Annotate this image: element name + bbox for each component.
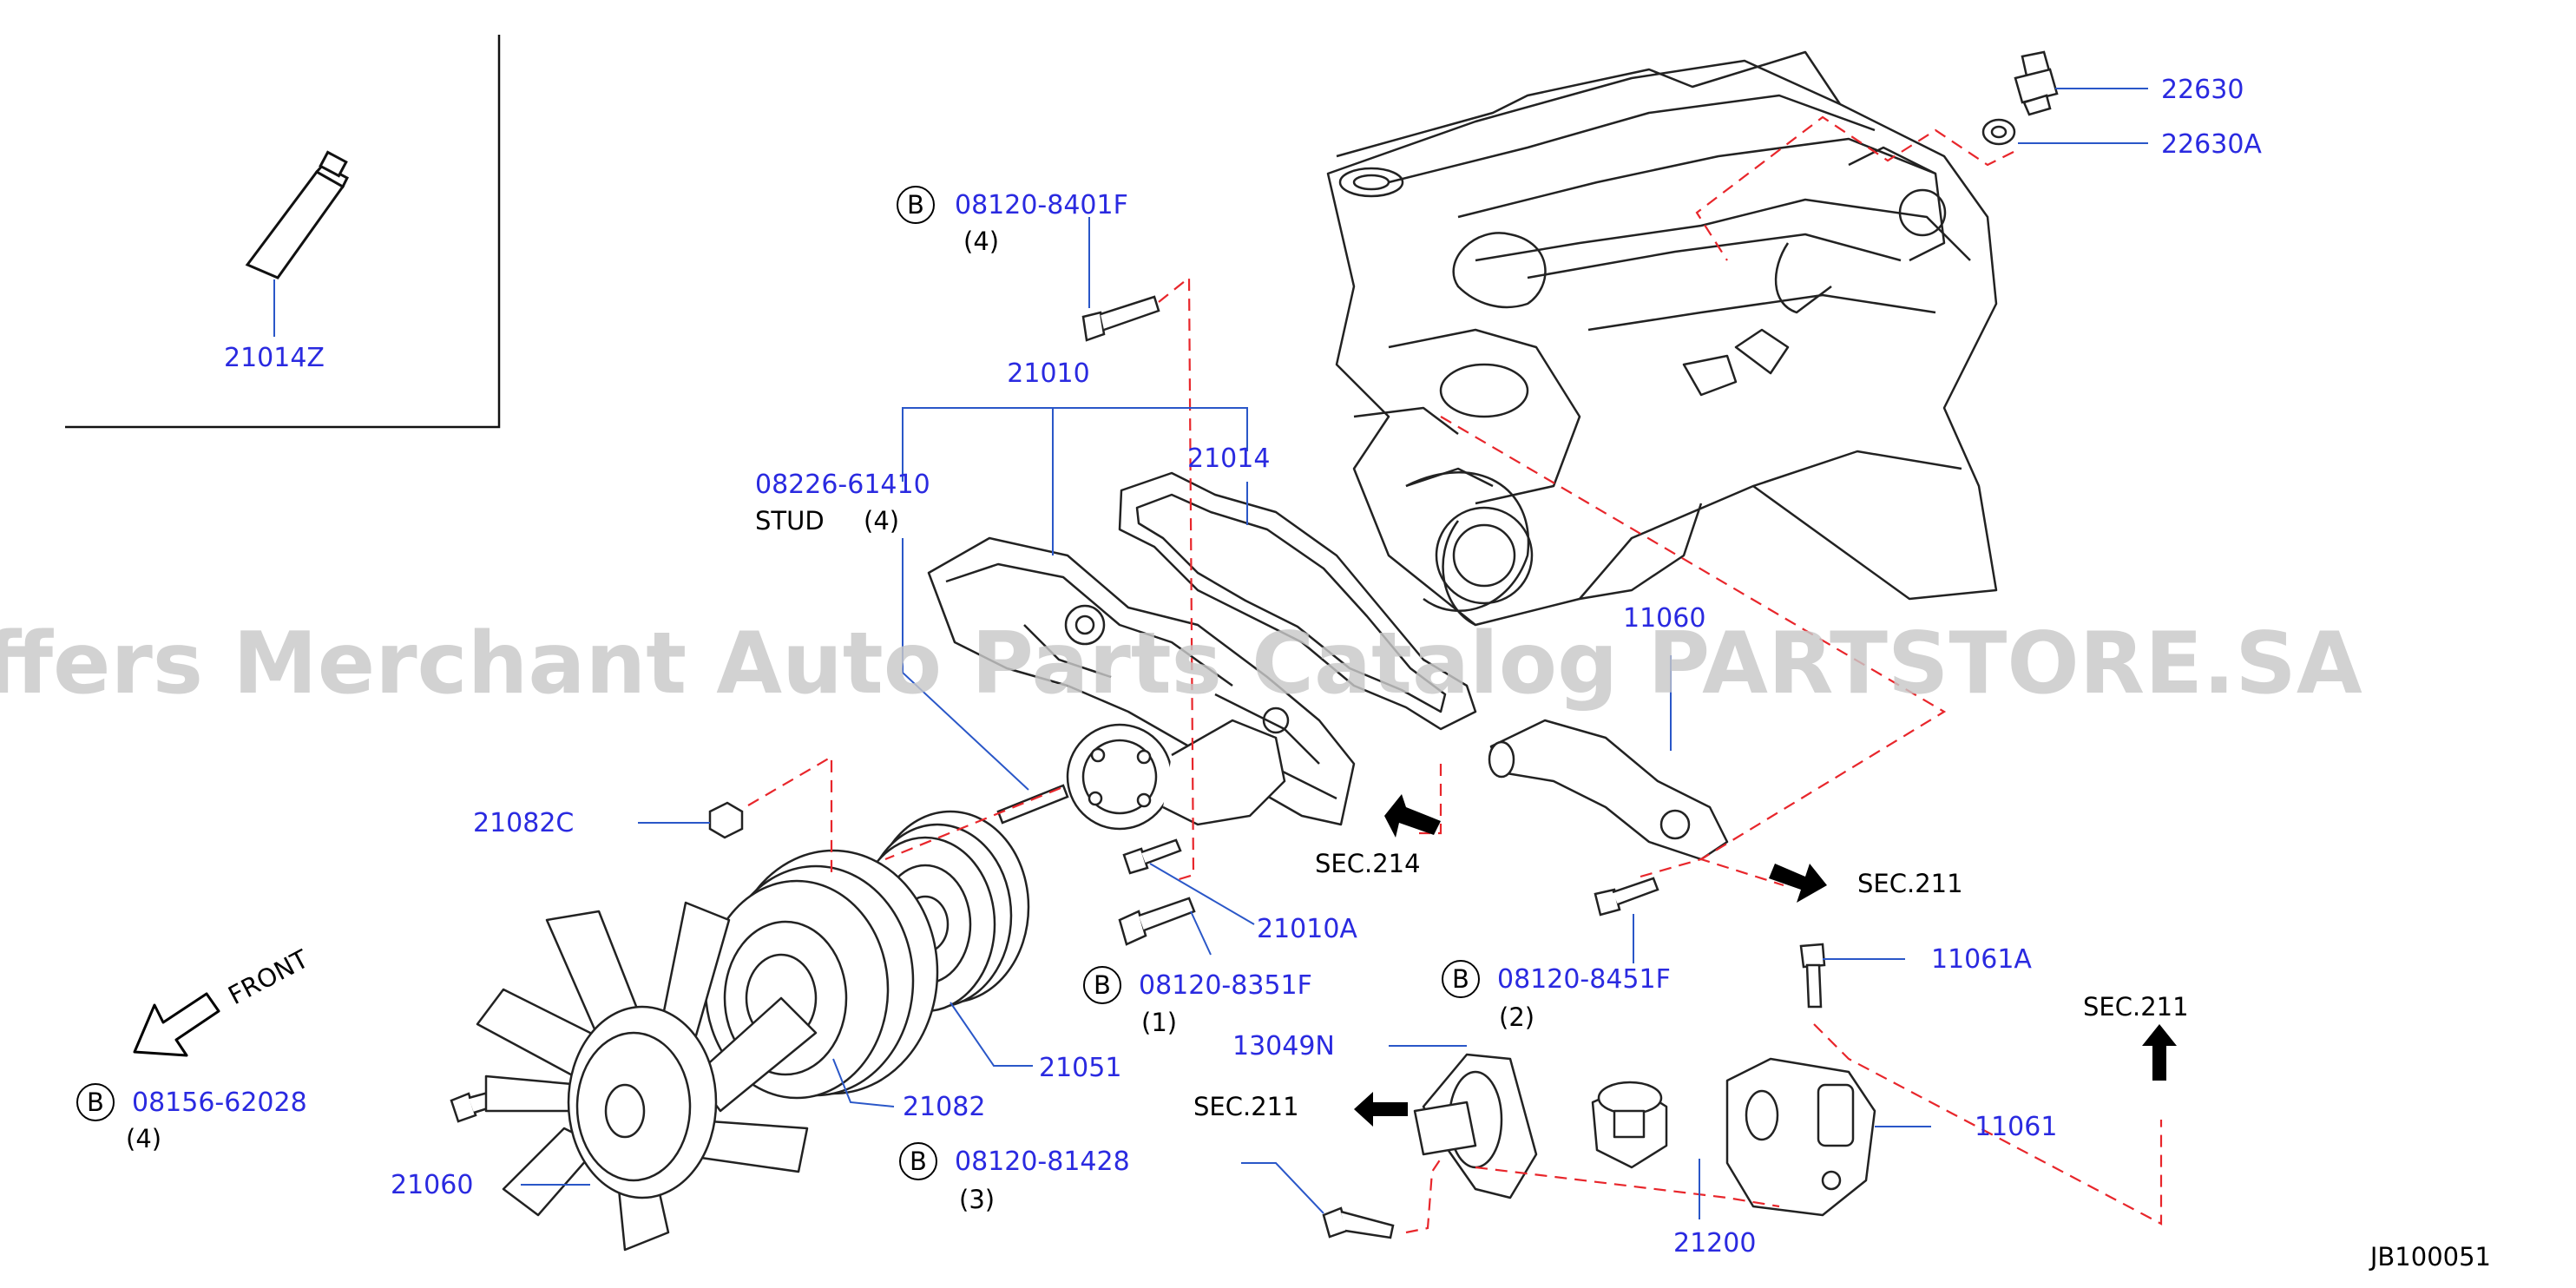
bolt-badge-5-letter: B	[910, 1147, 927, 1176]
engine-icon	[1326, 50, 1998, 627]
qty-08120-8401F: (4)	[963, 227, 999, 256]
bolt-badge-1	[897, 186, 935, 224]
part-number-08156-62028[interactable]: 08156-62028	[132, 1088, 307, 1118]
part-number-21060[interactable]: 21060	[391, 1170, 473, 1200]
pump-impeller-housing	[1066, 719, 1286, 831]
sec-211-label-c: SEC.211	[1193, 1092, 1299, 1121]
diagram-code: JB100051	[2369, 1242, 2491, 1272]
stud-label: STUD	[755, 506, 825, 536]
part-number-21200[interactable]: 21200	[1673, 1228, 1756, 1258]
inset-box	[65, 35, 501, 429]
bolt-icon	[450, 50, 2059, 1239]
bolt-badge-2	[1083, 966, 1121, 1004]
part-number-13049N[interactable]: 13049N	[1232, 1031, 1335, 1061]
bolt-badge-4-letter: B	[87, 1088, 104, 1117]
assembly-lines	[747, 115, 2163, 1234]
bolt-badge-2-letter: B	[1094, 970, 1111, 1000]
front-arrow-icon	[133, 992, 220, 1057]
part-number-08226-61410[interactable]: 08226-61410	[755, 470, 930, 500]
qty-08120-8451F: (2)	[1499, 1002, 1534, 1032]
leader-lines	[521, 88, 2148, 1219]
watermark: Offers Merchant Auto Parts Catalog PARTS…	[0, 614, 2362, 713]
water-pump-body	[927, 536, 1356, 826]
fan-icon	[476, 901, 818, 1252]
bolt-badge-3-letter: B	[1452, 964, 1469, 994]
thermostat-housing	[1413, 719, 1876, 1217]
part-number-08120-8401F[interactable]: 08120-8401F	[955, 190, 1128, 220]
qty-08120-81428: (3)	[959, 1185, 995, 1214]
bolt-badge-5	[899, 1142, 937, 1180]
direction-arrow-icon	[1354, 794, 2177, 1127]
part-number-21082C[interactable]: 21082C	[473, 808, 574, 838]
bolt-badge-4	[76, 1083, 115, 1121]
sec-211-label-b: SEC.211	[2083, 992, 2189, 1022]
bolt-badge-3	[1442, 960, 1480, 998]
front-label: FRONT	[223, 944, 313, 1011]
sec-211-label-a: SEC.211	[1857, 869, 1963, 898]
qty-08120-8351F: (1)	[1141, 1008, 1177, 1037]
part-number-21014[interactable]: 21014	[1187, 444, 1270, 474]
sec-214-label: SEC.214	[1315, 849, 1421, 878]
part-number-21010A[interactable]: 21010A	[1257, 914, 1357, 944]
qty-08226-61410: (4)	[864, 506, 899, 536]
part-number-08120-81428[interactable]: 08120-81428	[955, 1147, 1130, 1177]
part-number-21014Z[interactable]: 21014Z	[224, 343, 325, 373]
part-number-08120-8351F[interactable]: 08120-8351F	[1139, 970, 1312, 1001]
part-number-22630[interactable]: 22630	[2161, 75, 2244, 105]
part-number-08120-8451F[interactable]: 08120-8451F	[1497, 964, 1671, 995]
part-number-11060[interactable]: 11060	[1623, 603, 1705, 634]
qty-08156-62028: (4)	[126, 1124, 161, 1153]
part-number-21082[interactable]: 21082	[903, 1092, 985, 1122]
tube-icon	[245, 150, 349, 279]
part-number-21010[interactable]: 21010	[1007, 358, 1089, 389]
bolt-badge-1-letter: B	[907, 190, 924, 220]
part-number-22630A[interactable]: 22630A	[2161, 129, 2262, 160]
part-number-21051[interactable]: 21051	[1039, 1053, 1121, 1083]
part-number-11061A[interactable]: 11061A	[1931, 944, 2032, 975]
part-number-11061[interactable]: 11061	[1975, 1112, 2057, 1142]
